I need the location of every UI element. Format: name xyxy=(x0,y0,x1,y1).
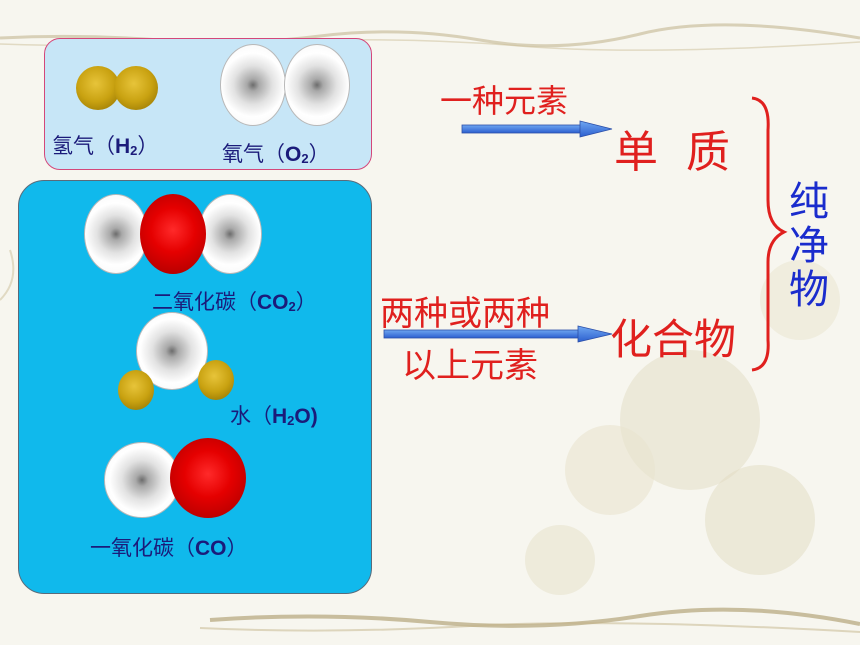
pure-char-3: 物 xyxy=(789,267,829,313)
arrow-single-element xyxy=(461,120,613,138)
two-or-more-elements-label-line2: 以上元素 xyxy=(402,346,538,386)
element-category-label: 单 质 xyxy=(614,127,730,178)
arrow-multiple-elements xyxy=(383,325,613,343)
o2-label: 氧气（O2） xyxy=(222,142,330,166)
co-label: 一氧化碳（CO） xyxy=(90,536,248,560)
carbon-atom xyxy=(170,438,246,518)
oxygen-atom xyxy=(284,44,350,126)
two-or-more-elements-label-line1: 两种或两种 xyxy=(380,294,550,334)
pure-char-2: 净 xyxy=(789,223,829,269)
hydrogen-atom xyxy=(114,66,158,110)
hydrogen-atom xyxy=(198,360,234,400)
h2o-label: 水（H2O) xyxy=(230,404,318,428)
oxygen-atom xyxy=(198,194,262,274)
pure-char-1: 纯 xyxy=(789,179,829,225)
one-element-label: 一种元素 xyxy=(440,82,569,120)
carbon-atom xyxy=(140,194,206,274)
co2-label: 二氧化碳（CO2） xyxy=(152,290,317,314)
hydrogen-atom xyxy=(118,370,154,410)
oxygen-atom xyxy=(220,44,286,126)
pure-substance-label: 纯 净 物 xyxy=(786,180,832,312)
pure-substance-brace xyxy=(751,96,788,372)
hydrogen-atom xyxy=(76,66,120,110)
compound-category-label: 化合物 xyxy=(610,315,737,364)
h2-label: 氢气（H2） xyxy=(52,134,159,158)
